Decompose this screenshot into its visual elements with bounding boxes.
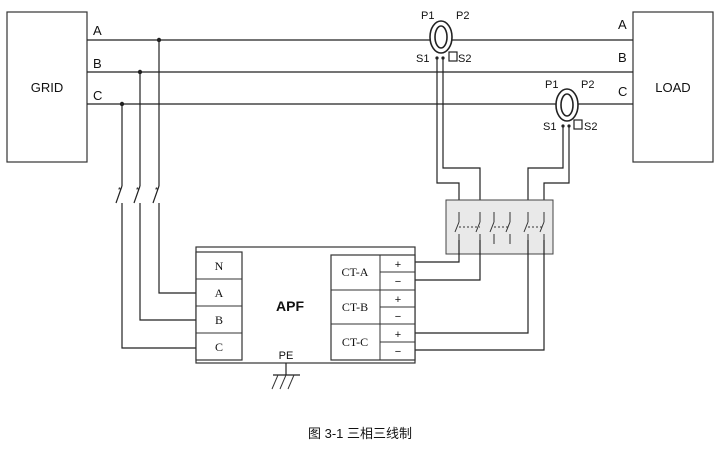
ct-a-minus-wire (415, 240, 481, 281)
apf-ct-c-label: CT-C (342, 335, 368, 349)
svg-text:*: * (136, 186, 139, 195)
phase-c-label-right: C (618, 84, 627, 99)
ct-c-s2-label: S2 (584, 121, 597, 133)
ct-c-plus-wire (415, 240, 529, 334)
load-label: LOAD (655, 80, 690, 95)
apf-ct-b-label: CT-B (342, 300, 368, 314)
apf-unit (195, 246, 416, 364)
ct-shorting-switch-box (445, 199, 554, 255)
grid-label: GRID (31, 80, 64, 95)
phase-a-label-right: A (618, 17, 627, 32)
load-box (632, 11, 714, 163)
apf-terminal-n: N (215, 259, 224, 273)
grid-box (6, 11, 88, 163)
ground-icon (271, 363, 300, 390)
ct-a-plus: + (395, 259, 401, 271)
ct-c-minus: − (395, 346, 401, 358)
ct-b-plus: + (395, 294, 401, 306)
apf-terminal-c: C (215, 340, 223, 354)
phase-b-label-right: B (618, 50, 627, 65)
current-transformer-c (527, 88, 583, 240)
svg-text:*: * (118, 186, 121, 195)
apf-terminal-a: A (215, 286, 224, 300)
ct-a-minus: − (395, 276, 401, 288)
figure-caption: 图 3-1 三相三线制 (308, 426, 412, 441)
ct-c-minus-wire (415, 240, 545, 351)
svg-text:*: * (155, 186, 158, 195)
ct-a-p2-label: P2 (456, 10, 469, 22)
ct-b-minus: − (395, 311, 401, 323)
ct-a-p1-label: P1 (421, 10, 434, 22)
ct-c-p2-label: P2 (581, 79, 594, 91)
pe-label: PE (279, 350, 294, 362)
apf-ct-a-label: CT-A (342, 265, 369, 279)
ct-a-plus-wire (415, 240, 460, 263)
ct-a-s1-label: S1 (416, 53, 429, 65)
phase-b-label-left: B (93, 56, 102, 71)
breaker-switches: * * * (115, 40, 196, 349)
phase-c-label-left: C (93, 88, 102, 103)
phase-a-label-left: A (93, 23, 102, 38)
apf-label: APF (276, 298, 304, 314)
ct-c-plus: + (395, 329, 401, 341)
ct-c-p1-label: P1 (545, 79, 558, 91)
apf-terminal-b: B (215, 313, 223, 327)
ct-a-s2-label: S2 (458, 53, 471, 65)
ct-c-s1-label: S1 (543, 121, 556, 133)
